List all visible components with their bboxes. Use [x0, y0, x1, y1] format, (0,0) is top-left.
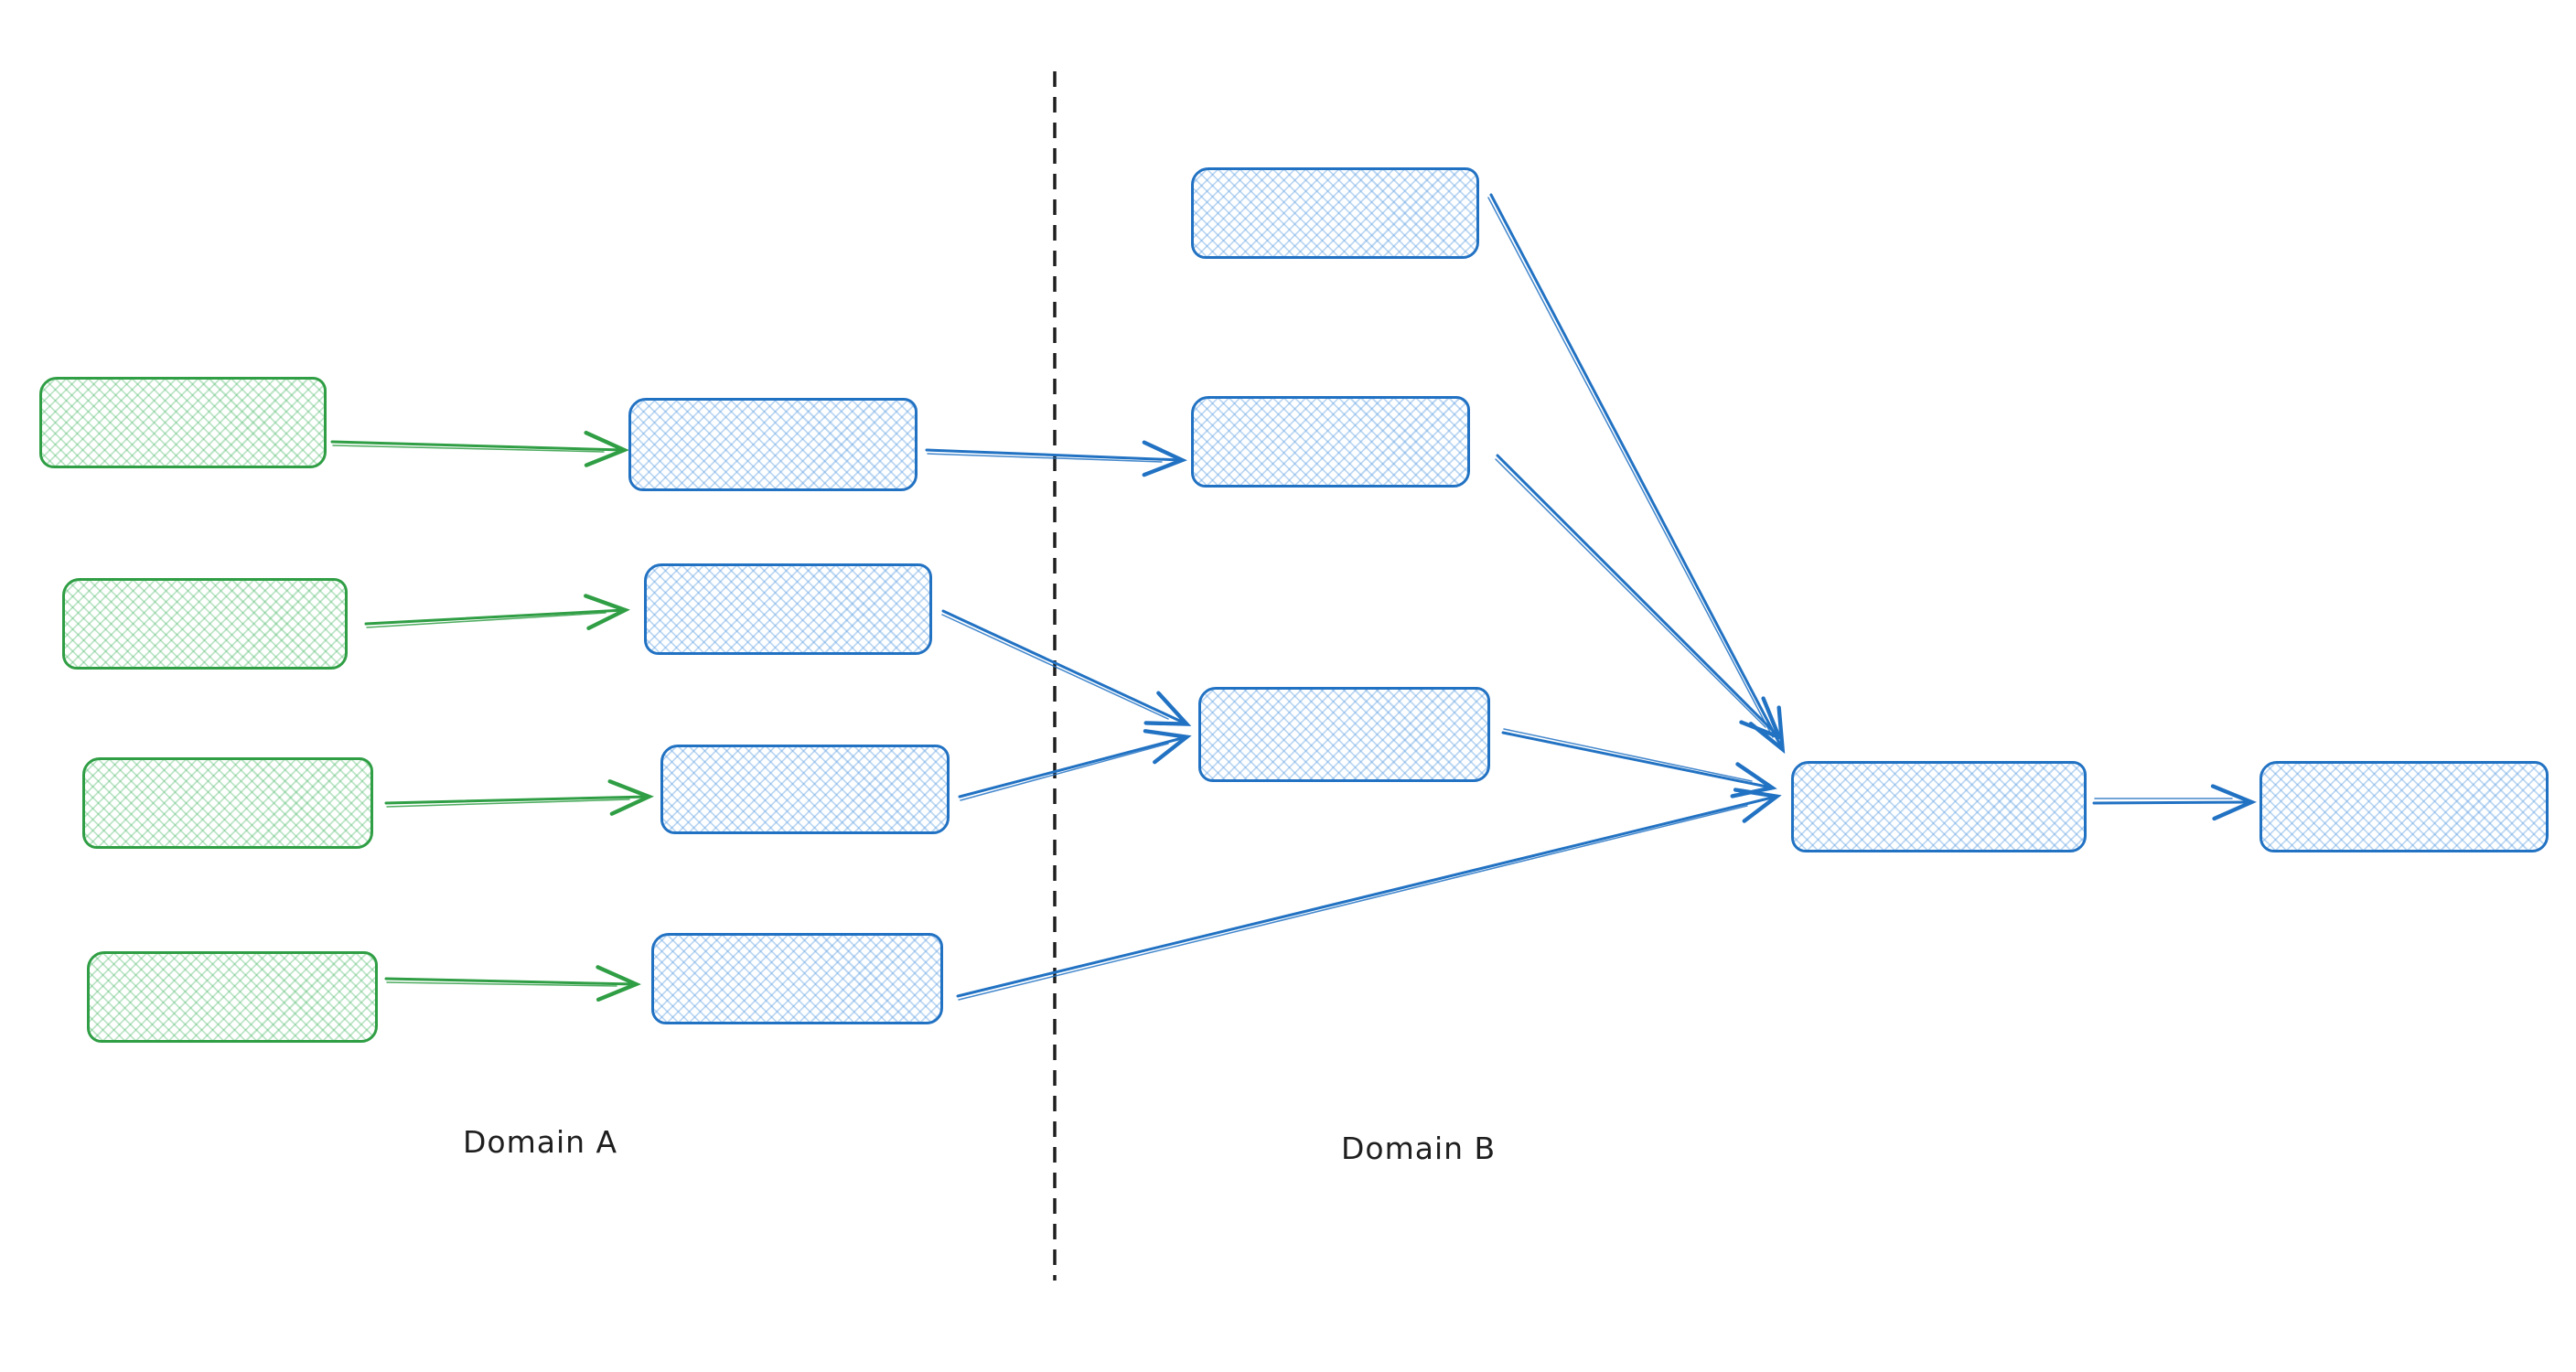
node-domain-a-blue-3	[660, 745, 950, 834]
arrow-green-3-to-blue-3	[384, 779, 654, 816]
arrow-blue-3-to-domainb-3	[958, 729, 1192, 801]
arrow-green-2-to-blue-2	[364, 594, 630, 630]
arrow-domainb-1-to-aggregator	[1487, 193, 1786, 755]
arrow-blue-4-to-aggregator	[956, 788, 1782, 1001]
node-domain-a-blue-4	[651, 933, 943, 1024]
node-domain-b-blue-1	[1191, 167, 1479, 259]
node-domain-a-blue-1	[628, 398, 918, 491]
arrow-green-1-to-blue-1	[330, 430, 629, 467]
node-domain-a-green-1	[39, 377, 327, 468]
domain-a-label: Domain A	[463, 1124, 618, 1160]
arrow-green-4-to-blue-4	[384, 965, 641, 1002]
node-domain-a-blue-2	[644, 563, 932, 655]
arrow-aggregator-to-output	[2092, 784, 2257, 821]
node-domain-b-aggregator	[1791, 761, 2087, 852]
domain-b-label: Domain B	[1341, 1131, 1497, 1166]
node-domain-a-green-3	[82, 757, 373, 849]
node-domain-b-blue-3	[1198, 687, 1490, 782]
node-domain-b-blue-2	[1191, 396, 1470, 488]
arrow-blue-1-to-domainb-2	[925, 440, 1187, 477]
node-domain-b-output	[2259, 761, 2549, 852]
arrow-domainb-2-to-aggregator	[1495, 454, 1783, 741]
arrow-blue-2-to-domainb-3	[941, 609, 1192, 726]
node-domain-a-green-4	[87, 951, 378, 1043]
arrow-domainb-3-to-aggregator	[1501, 728, 1777, 799]
node-domain-a-green-2	[62, 578, 348, 670]
